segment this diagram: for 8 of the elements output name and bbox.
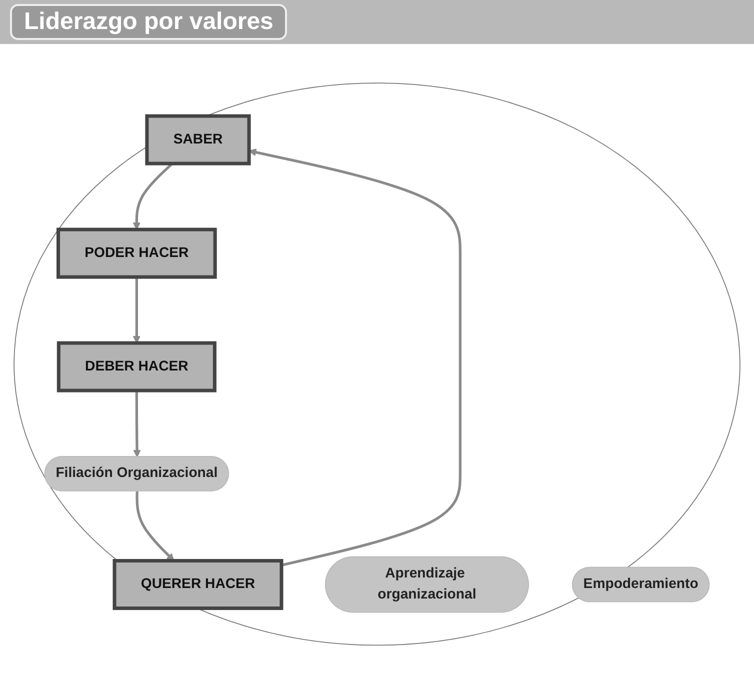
node-box: DEBER HACER	[56, 341, 216, 392]
node-box: QUERER HACER	[112, 558, 284, 610]
arrow	[132, 276, 141, 344]
node-box: SABER	[145, 114, 251, 166]
node-box: PODER HACER	[56, 228, 217, 279]
arrow	[136, 491, 174, 561]
title: Liderazgo por valores	[10, 4, 288, 40]
arrow	[133, 390, 141, 458]
